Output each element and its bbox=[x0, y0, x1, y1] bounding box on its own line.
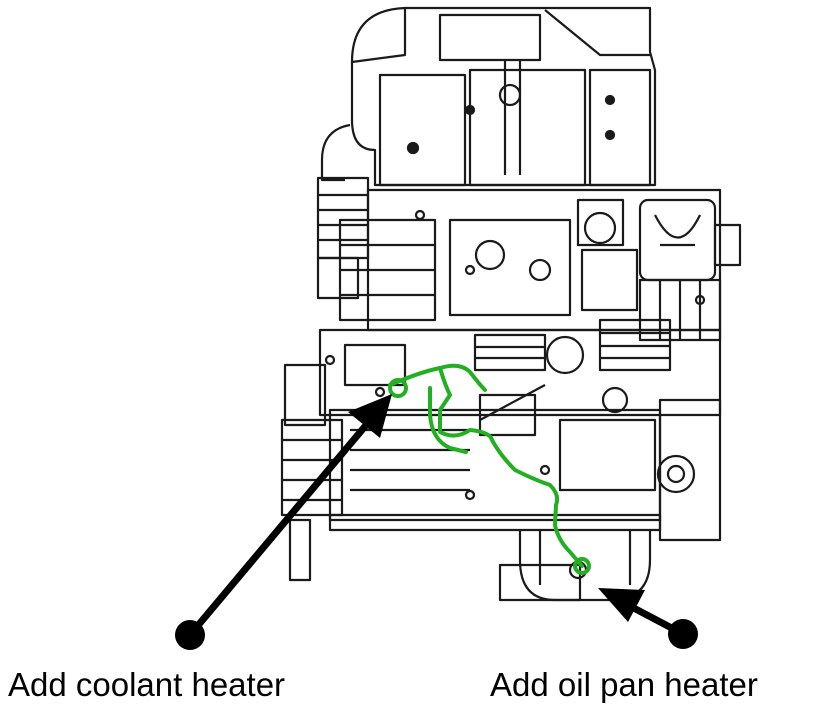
coolant-callout-dot bbox=[175, 620, 205, 650]
heater-wiring-harness bbox=[388, 363, 591, 575]
oil-pan-heater-label: Add oil pan heater bbox=[490, 666, 758, 703]
engine-line-art bbox=[280, 6, 742, 602]
oil-pan-heater-arrow bbox=[598, 588, 698, 649]
callout-arrows bbox=[175, 394, 698, 650]
coolant-heater-arrow bbox=[175, 394, 392, 650]
coolant-heater-label: Add coolant heater bbox=[8, 666, 286, 703]
oil-pan-callout-dot bbox=[668, 619, 698, 649]
